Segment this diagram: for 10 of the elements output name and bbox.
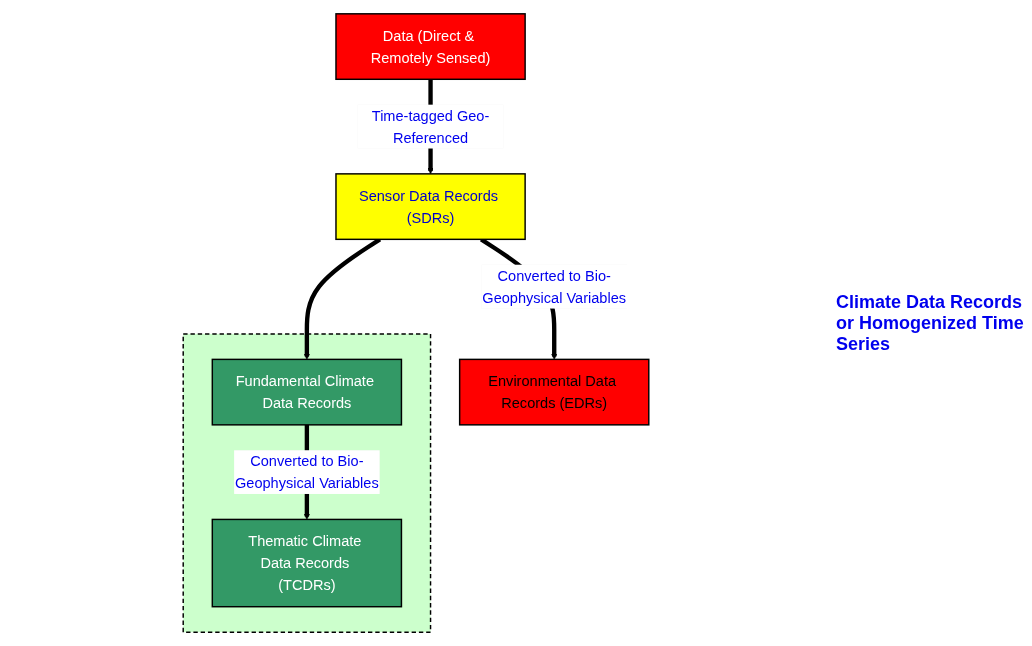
note-text: Climate Data Records or Homogenized Time Series	[836, 291, 1025, 355]
node-box: Data (Direct & Remotely Sensed)	[335, 13, 526, 80]
node-box: Thematic Climate Data Records (TCDRs)	[211, 518, 403, 608]
cluster	[182, 333, 432, 633]
edge-label: Time-tagged Geo-Referenced	[371, 107, 490, 146]
edge-label: Converted to Bio-Geophysical Variables	[235, 453, 379, 492]
node-box: Environmental Data Records (EDRs)	[458, 358, 650, 426]
node-box: Fundamental Climate Data Records	[211, 358, 403, 426]
edge-label: Converted to Bio-Geophysical Variables	[482, 267, 627, 306]
node-box: Sensor Data Records (SDRs)	[335, 173, 526, 241]
